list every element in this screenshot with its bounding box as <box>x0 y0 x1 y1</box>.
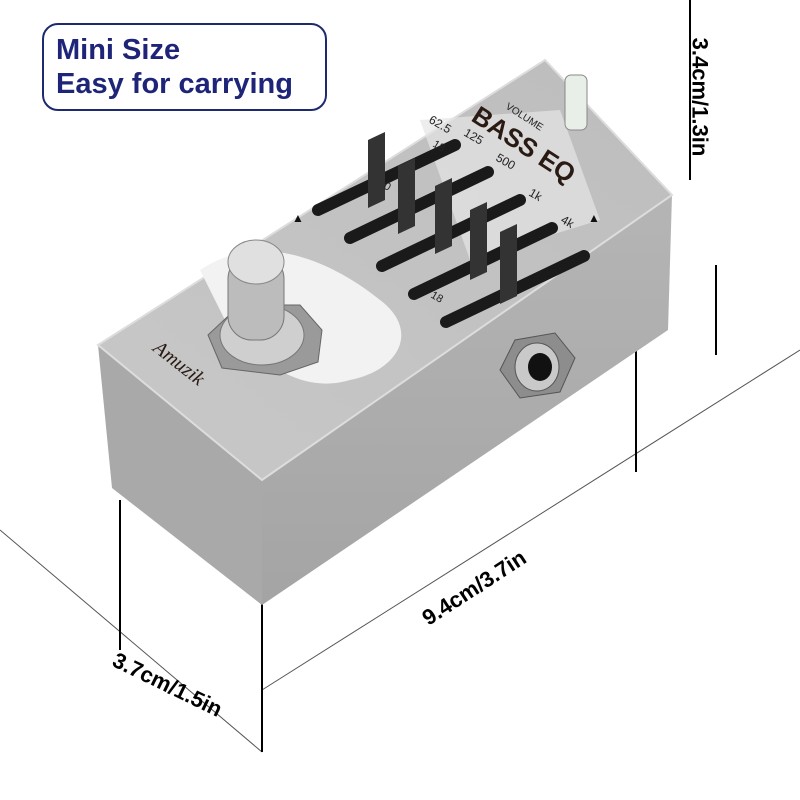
triangle-left-icon: ▲ <box>292 211 304 225</box>
triangle-right-icon: ▲ <box>588 211 600 225</box>
eq-slider-125[interactable] <box>344 158 494 244</box>
feature-badge: Mini Size Easy for carrying <box>42 23 327 111</box>
height-dimension-label: 3.4cm/1.3in <box>687 37 713 157</box>
scale-label-bottom: 18 <box>429 289 446 306</box>
eq-slider-500[interactable] <box>376 178 526 272</box>
eq-slider-4k[interactable] <box>440 224 590 328</box>
pedal-front-face <box>98 345 262 605</box>
badge-line-1: Mini Size <box>56 34 181 66</box>
eq-sliders <box>312 132 590 328</box>
scale-label-mid: 0 <box>382 180 393 193</box>
eq-slider-62-5[interactable] <box>312 132 461 216</box>
input-jack <box>499 332 576 399</box>
eq-slider-1k[interactable] <box>408 202 558 300</box>
volume-knob[interactable] <box>564 74 588 131</box>
scale-label-top: 18 <box>431 138 448 155</box>
pedal-right-face <box>262 195 672 605</box>
badge-line-2: Easy for carrying <box>56 68 293 100</box>
footswitch[interactable] <box>207 239 323 376</box>
dimension-lines <box>0 0 800 753</box>
